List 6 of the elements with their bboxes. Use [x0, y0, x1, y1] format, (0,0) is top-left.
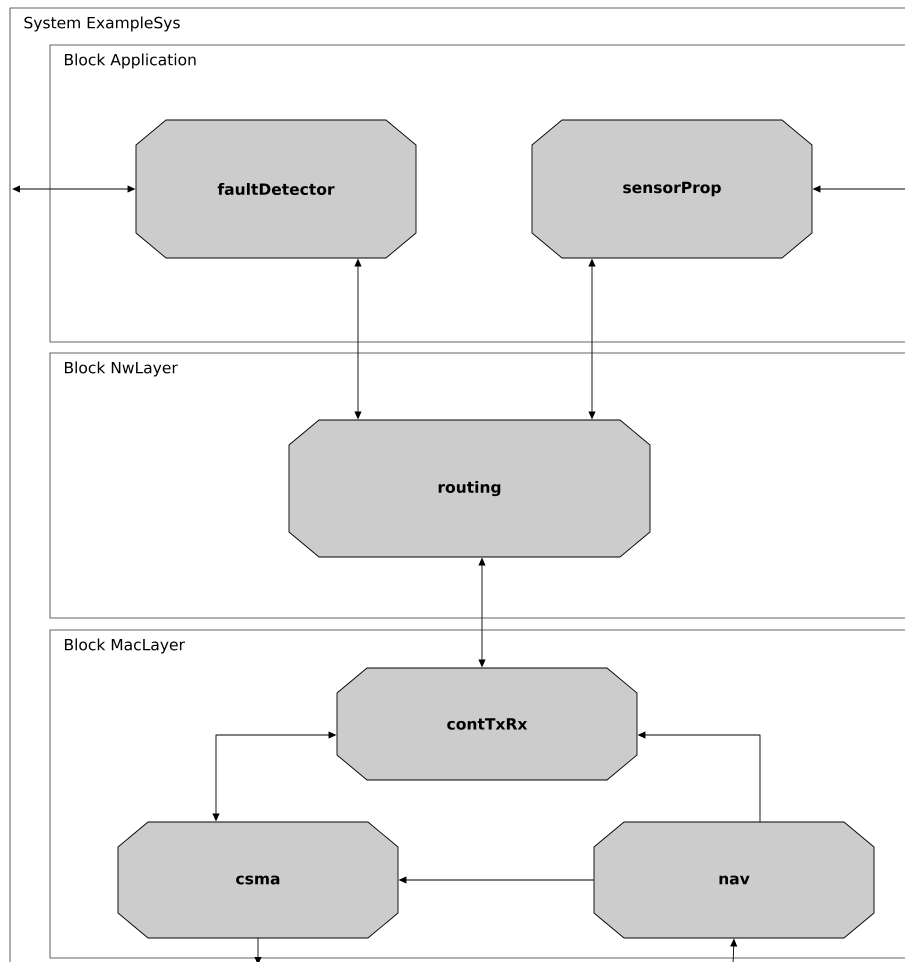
process-box: nav	[594, 822, 874, 938]
process-box: csma	[118, 822, 398, 938]
process-box: sensorProp	[532, 120, 812, 258]
process-box: routing	[288, 420, 650, 558]
process-box: faultDetector	[136, 120, 416, 258]
process-box: contTxRx	[336, 668, 638, 780]
